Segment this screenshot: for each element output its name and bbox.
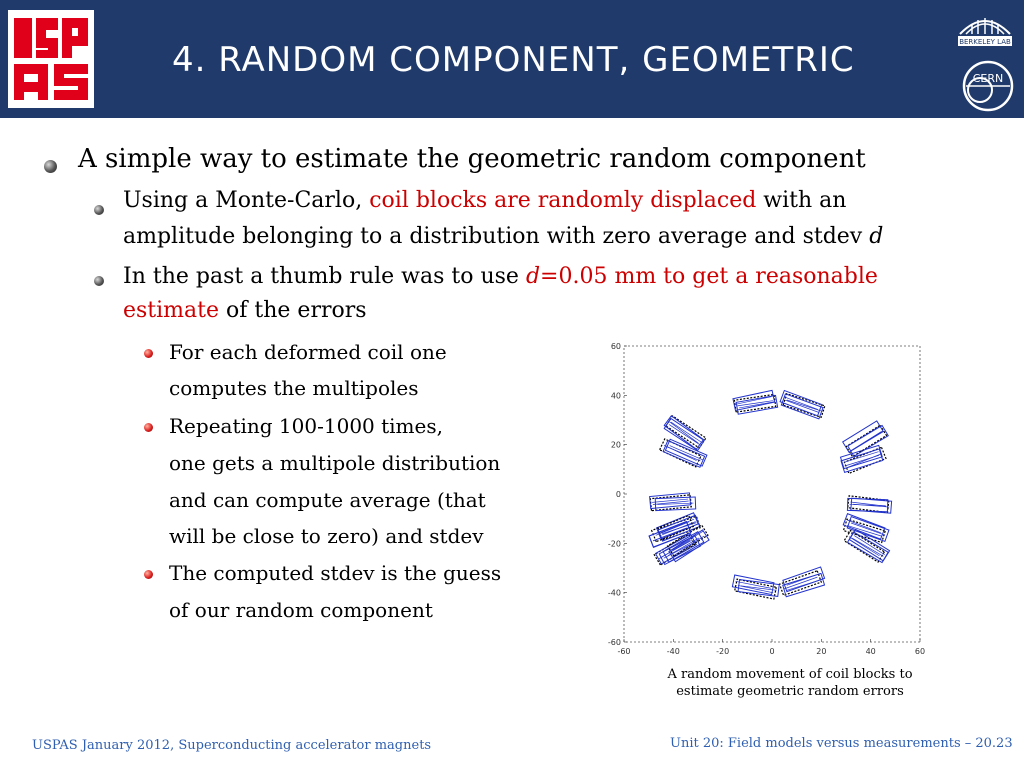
coil-block — [850, 497, 893, 514]
x-tick-label: 60 — [915, 647, 925, 656]
coil-block — [662, 531, 705, 563]
coil-block — [663, 417, 705, 452]
footer-right: Unit 20: Field models versus measurement… — [670, 736, 1013, 751]
coil-block — [668, 529, 710, 563]
coil-block — [846, 531, 889, 564]
coil-block — [840, 448, 884, 473]
y-tick-label: -60 — [608, 638, 621, 647]
bullet-level1-icon — [44, 160, 57, 173]
coil-block — [782, 566, 826, 593]
x-tick-label: -40 — [667, 647, 680, 656]
sub-bullet-deformed-coil: For each deformed coil one — [169, 340, 447, 364]
x-tick-label: 20 — [816, 647, 826, 656]
figure-caption: A random movement of coil blocks to esti… — [667, 667, 913, 699]
coil-block — [732, 389, 776, 412]
bullet-level2-icon — [94, 276, 104, 286]
coil-block — [649, 492, 692, 510]
coil-block — [779, 389, 823, 417]
sub-bullet-repeating: Repeating 100-1000 times, — [169, 414, 443, 438]
coil-block — [842, 513, 886, 540]
berkeley-lab-logo: BERKELEY LAB — [958, 18, 1012, 46]
sub-bullet-stdev-line2: of our random component — [169, 598, 433, 622]
coil-block — [664, 438, 708, 467]
coil-block — [839, 444, 883, 470]
coil-block — [731, 574, 775, 596]
coil-block — [842, 518, 886, 544]
coil-block — [780, 393, 824, 420]
bullet-monte-carlo: Using a Monte-Carlo, coil blocks are ran… — [123, 188, 847, 213]
y-tick-label: -40 — [608, 589, 621, 598]
x-tick-label: 40 — [866, 647, 876, 656]
x-tick-label: -20 — [716, 647, 729, 656]
bullet-level2-icon — [94, 205, 104, 215]
bullet-thumb-rule: In the past a thumb rule was to use d=0.… — [123, 264, 878, 289]
y-tick-label: 60 — [611, 342, 621, 351]
coil-block — [735, 394, 779, 415]
coil-block — [648, 520, 692, 548]
y-tick-label: 40 — [611, 391, 621, 400]
sub-bullet-repeating-line3: and can compute average (that — [169, 488, 486, 512]
sub-bullet-deformed-coil-line2: computes the multipoles — [169, 376, 419, 400]
bullet-level3-icon — [144, 349, 153, 358]
x-tick-label: 0 — [769, 647, 774, 656]
coil-block — [663, 415, 705, 450]
cern-logo-text: CERN — [973, 72, 1004, 85]
coil-block — [846, 516, 890, 543]
sub-bullet-repeating-line2: one gets a multipole distribution — [169, 451, 501, 475]
sub-bullet-stdev: The computed stdev is the guess — [169, 561, 502, 585]
bullet-level3-icon — [144, 423, 153, 432]
y-tick-label: 0 — [616, 490, 621, 499]
slide-content: A simple way to estimate the geometric r… — [0, 118, 1024, 768]
berkeley-lab-logo-text: BERKELEY LAB — [959, 38, 1011, 46]
coil-block — [662, 439, 706, 468]
slide-title: 4. RANDOM COMPONENT, GEOMETRIC — [172, 40, 855, 80]
bullet-level1: A simple way to estimate the geometric r… — [78, 144, 866, 174]
x-tick-label: -60 — [617, 647, 630, 656]
coil-blocks-plot: -60 -40 -20 0 20 40 60 60 40 20 0 -20 -40 -60 — [608, 342, 925, 656]
coil-block — [655, 512, 699, 540]
coil-block — [842, 420, 884, 453]
bullet-thumb-rule-line2: estimate of the errors — [123, 298, 367, 323]
uspas-logo — [8, 10, 94, 108]
y-tick-label: -20 — [608, 539, 621, 548]
coil-block — [654, 496, 697, 512]
slide-header: 4. RANDOM COMPONENT, GEOMETRIC BERKELEY … — [0, 0, 1024, 118]
footer-left: USPAS January 2012, Superconducting acce… — [32, 738, 432, 753]
bullet-level3-icon — [144, 570, 153, 579]
coil-block — [657, 514, 701, 542]
bullet-monte-carlo-line2: amplitude belonging to a distribution wi… — [123, 224, 884, 249]
coil-block — [737, 579, 780, 598]
cern-logo: CERN — [962, 60, 1014, 112]
sub-bullet-repeating-line4: will be close to zero) and stdev — [169, 524, 484, 548]
y-tick-label: 20 — [611, 441, 621, 450]
